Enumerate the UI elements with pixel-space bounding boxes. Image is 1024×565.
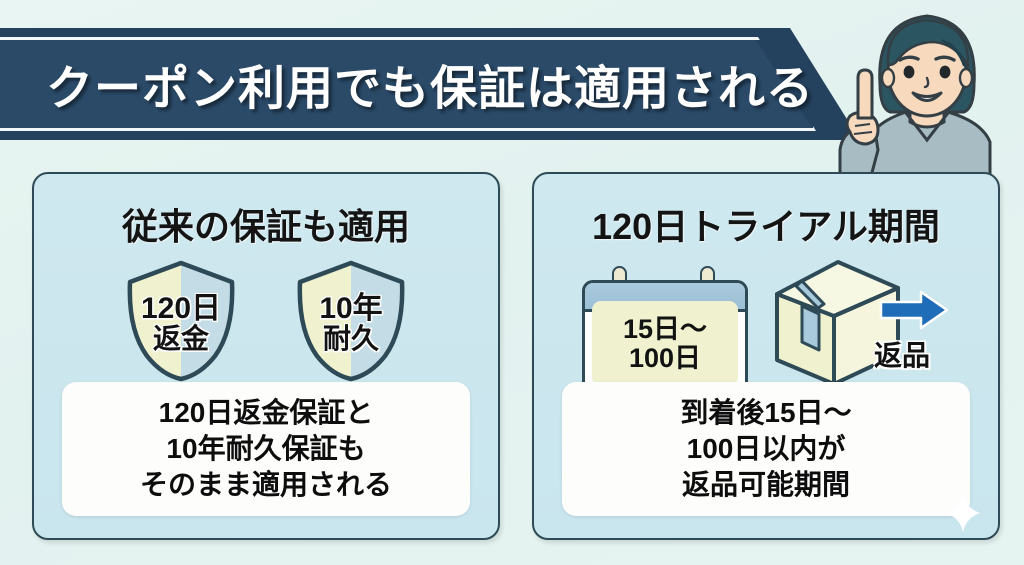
card-title: 120日トライアル期間 xyxy=(592,206,940,247)
calendar-line-end: 100日 xyxy=(628,343,702,373)
shield-line-secondary: 返金 xyxy=(152,323,209,355)
shield-line-primary: 120日 xyxy=(140,292,222,326)
description-line: 到着後15日〜 xyxy=(680,397,852,429)
description-line: 返品可能期間 xyxy=(681,468,850,500)
shield-badge-group: 120日 返金 xyxy=(34,260,498,382)
shield-badge-120day: 120日 返金 xyxy=(122,260,240,382)
description-line: 10年耐久保証も xyxy=(166,433,366,465)
return-label: 返品 xyxy=(874,340,931,371)
shield-line-secondary: 耐久 xyxy=(322,323,379,355)
header-banner: クーポン利用でも保証は適用される xyxy=(0,28,860,140)
calendar-line-start: 15日〜 xyxy=(622,313,708,344)
calendar-icon: 15日〜 100日 xyxy=(582,266,748,394)
card-title: 従来の保証も適用 xyxy=(121,206,410,247)
shield-badge-text: 120日 返金 xyxy=(122,260,240,382)
description-line: そのまま適用される xyxy=(139,468,392,500)
arrow-right-icon xyxy=(879,290,949,330)
pointing-woman-illustration xyxy=(830,0,1024,182)
banner-title: クーポン利用でも保証は適用される xyxy=(46,61,814,115)
shield-icon xyxy=(297,260,405,382)
description-line: 100日以内が xyxy=(686,433,846,465)
trial-icons-row: 15日〜 100日 xyxy=(534,252,998,397)
card-trial-period: 120日トライアル期間 15日〜 100日 xyxy=(532,172,1000,540)
shield-badge-text: 10年 耐久 xyxy=(292,260,410,382)
shield-icon xyxy=(127,260,235,382)
description-line: 120日返金保証と xyxy=(158,397,374,429)
description-box: 120日返金保証と 10年耐久保証も そのまま適用される xyxy=(62,382,470,516)
card-traditional-warranty: 従来の保証も適用 120日 返金 xyxy=(32,172,500,540)
shield-line-primary: 10年 xyxy=(319,292,383,326)
shield-badge-10year: 10年 耐久 xyxy=(292,260,410,382)
sparkle-icon xyxy=(946,494,980,532)
banner-inner-fill xyxy=(0,40,812,128)
description-box: 到着後15日〜 100日以内が 返品可能期間 xyxy=(562,382,970,516)
calendar-date-range: 15日〜 100日 xyxy=(592,301,738,386)
